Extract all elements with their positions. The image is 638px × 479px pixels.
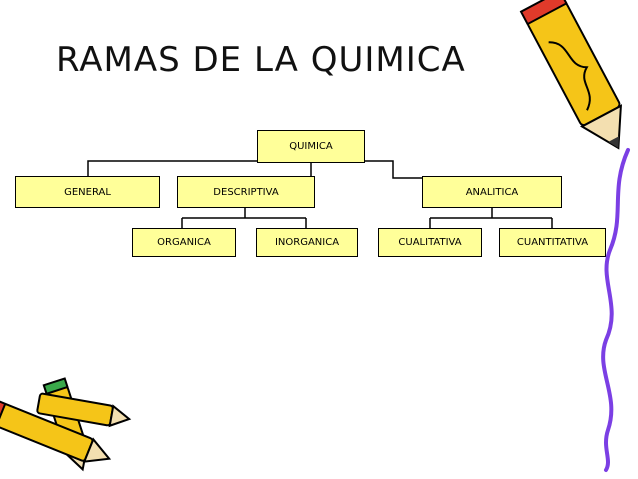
node-analitica: ANALITICA xyxy=(422,176,562,208)
pencil-icon xyxy=(519,0,623,150)
pencil-icon xyxy=(0,398,112,463)
node-cualitativa: CUALITATIVA xyxy=(378,228,482,257)
node-quimica: QUIMICA xyxy=(257,130,365,163)
node-organica: ORGANICA xyxy=(132,228,236,257)
node-cuantitativa: CUANTITATIVA xyxy=(499,228,606,257)
page-title: RAMAS DE LA QUIMICA xyxy=(56,40,466,80)
squiggle-decoration xyxy=(601,148,630,472)
node-general: GENERAL xyxy=(15,176,160,208)
node-descriptiva: DESCRIPTIVA xyxy=(177,176,315,208)
node-inorganica: INORGANICA xyxy=(256,228,358,257)
